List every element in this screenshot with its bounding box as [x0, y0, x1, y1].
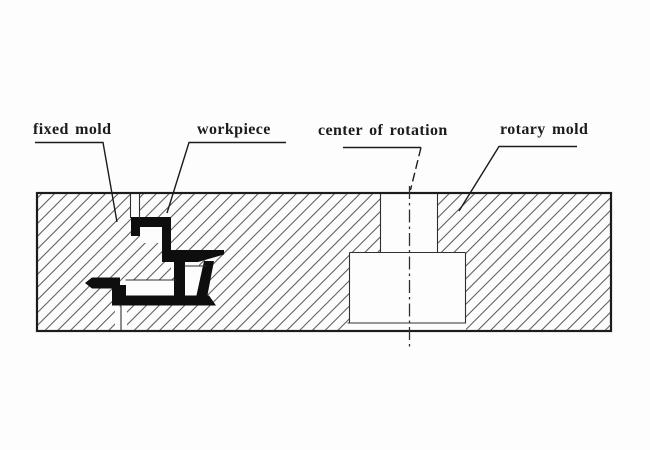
workpiece-lower-web	[174, 257, 185, 305]
pocket-under-top-flange	[140, 227, 162, 243]
workpiece-slant-rib	[196, 261, 214, 298]
leader-rotary-mold	[458, 145, 577, 212]
leader-fixed-mold	[35, 141, 118, 223]
parting-slot-top-lines	[129, 194, 141, 218]
cavity-bottom-strip	[347, 323, 466, 330]
label-fixed-mold: fixed mold	[33, 121, 112, 138]
label-workpiece: workpiece	[197, 121, 271, 138]
workpiece-top-flange	[131, 217, 171, 227]
workpiece-bottom-plate	[112, 295, 216, 306]
leader-workpiece	[166, 141, 286, 214]
workpiece-shape	[85, 217, 224, 306]
mold-block-outline	[35, 191, 613, 333]
channel-side-lines	[379, 194, 439, 252]
rotor-cavity-square	[349, 252, 466, 330]
workpiece-top-lip	[131, 217, 140, 236]
label-center-of-rotation: center of rotation	[318, 122, 448, 139]
label-rotary-mold: rotary mold	[500, 121, 589, 138]
leader-center-of-rotation-diagonal	[409, 147, 422, 191]
workpiece-upper-web	[162, 226, 171, 253]
pocket-wedge	[184, 266, 206, 299]
rotor-square-outline	[347, 251, 467, 324]
die-cavity-box	[125, 280, 176, 298]
parting-slot-top	[130, 194, 140, 218]
workpiece-left-arm	[85, 277, 120, 289]
